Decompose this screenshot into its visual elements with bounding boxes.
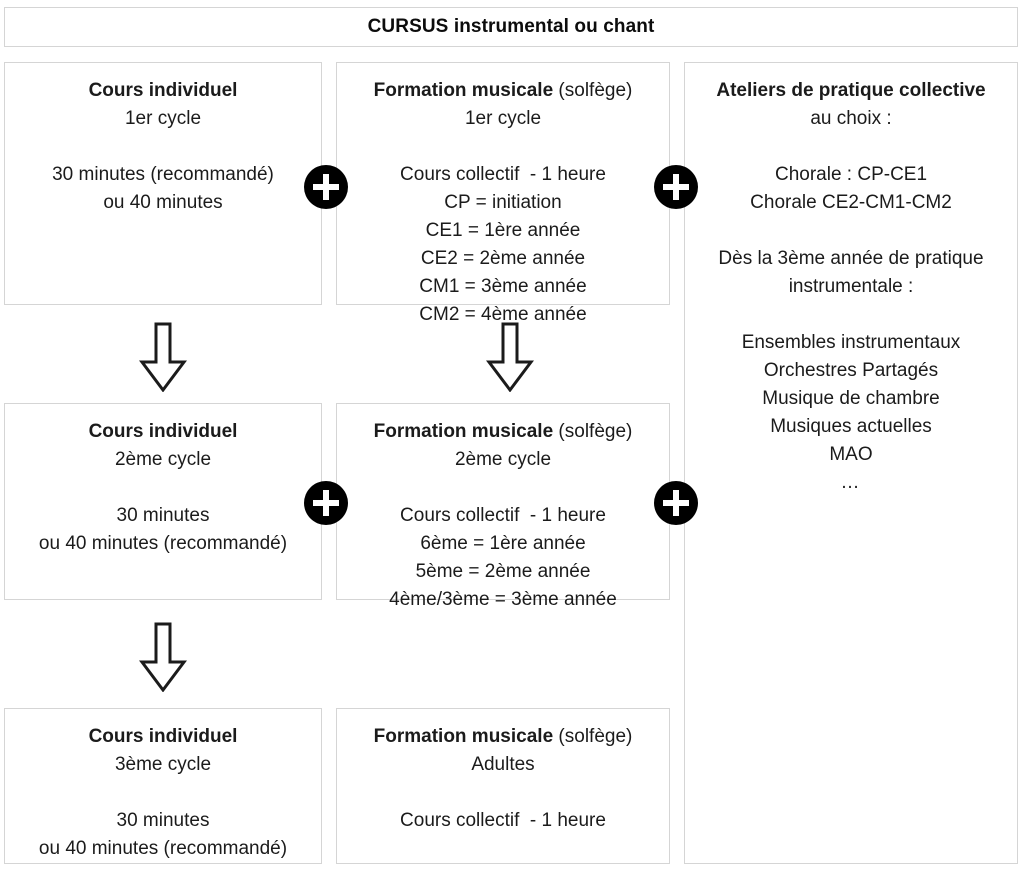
card-detail-line: Cours collectif - 1 heure xyxy=(400,505,606,526)
card-heading-suffix: (solfège) xyxy=(553,726,633,747)
card-subheading: 1er cycle xyxy=(124,108,202,129)
line-spacer xyxy=(685,301,1017,329)
card-detail-line: Orchestres Partagés xyxy=(763,360,939,381)
card-detail-line: MAO xyxy=(829,444,873,465)
card-detail-line: Ensembles instrumentaux xyxy=(741,332,961,353)
arrow-down-icon xyxy=(139,322,187,392)
card-cours-individuel-cycle1: Cours individuel 1er cycle 30 minutes (r… xyxy=(4,62,322,305)
diagram-title-banner: CURSUS instrumental ou chant xyxy=(4,7,1018,47)
page-title: CURSUS instrumental ou chant xyxy=(367,16,655,37)
card-heading: Formation musicale (solfège) xyxy=(337,77,669,105)
card-detail-line: Chorale CE2-CM1-CM2 xyxy=(750,192,952,213)
card-formation-musicale-cycle2: Formation musicale (solfège) 2ème cycle … xyxy=(336,403,670,610)
card-detail-line: ou 40 minutes (recommandé) xyxy=(38,838,288,859)
card-heading-suffix: (solfège) xyxy=(553,421,633,442)
line-spacer xyxy=(685,217,1017,245)
card-subheading: 1er cycle xyxy=(464,108,542,129)
card-heading: Cours individuel xyxy=(88,726,238,747)
card-detail-line: 5ème = 2ème année xyxy=(415,561,591,582)
card-subheading: 3ème cycle xyxy=(114,754,212,775)
card-subheading: au choix : xyxy=(810,108,892,129)
card-ellipsis: … xyxy=(840,472,862,493)
line-spacer xyxy=(685,133,1017,161)
card-formation-musicale-cycle1: Formation musicale (solfège) 1er cycle C… xyxy=(336,62,670,325)
card-heading-bold: Formation musicale xyxy=(373,80,554,101)
card-detail-line: CM2 = 4ème année xyxy=(419,304,587,325)
arrow-down-icon xyxy=(486,322,534,392)
plus-vertical-bar xyxy=(323,174,329,200)
plus-circle-icon xyxy=(304,165,348,209)
plus-circle-icon xyxy=(654,165,698,209)
plus-vertical-bar xyxy=(673,490,679,516)
line-spacer xyxy=(5,474,321,502)
card-cours-individuel-cycle2: Cours individuel 2ème cycle 30 minutes o… xyxy=(4,403,322,600)
card-heading-suffix: (solfège) xyxy=(553,80,633,101)
line-spacer xyxy=(5,133,321,161)
line-spacer xyxy=(337,474,669,502)
card-detail-line: CM1 = 3ème année xyxy=(419,276,587,297)
card-heading-bold: Formation musicale xyxy=(373,726,554,747)
card-heading-bold: Formation musicale xyxy=(373,421,554,442)
arrow-down-icon xyxy=(139,622,187,692)
card-detail-line: Cours collectif - 1 heure xyxy=(400,810,606,831)
card-heading: Cours individuel xyxy=(88,421,238,442)
card-detail-line: CP = initiation xyxy=(444,192,562,213)
card-detail-line: ou 40 minutes xyxy=(103,192,223,213)
card-subheading: 2ème cycle xyxy=(454,449,552,470)
plus-circle-icon xyxy=(654,481,698,525)
card-detail-line: 4ème/3ème = 3ème année xyxy=(389,589,617,610)
card-formation-musicale-adultes: Formation musicale (solfège) Adultes Cou… xyxy=(336,708,670,864)
card-detail-line: CE1 = 1ère année xyxy=(425,220,581,241)
line-spacer xyxy=(337,133,669,161)
plus-vertical-bar xyxy=(323,490,329,516)
card-detail-line: 30 minutes xyxy=(116,810,210,831)
card-heading: Formation musicale (solfège) xyxy=(337,418,669,446)
card-heading: Ateliers de pratique collective xyxy=(716,80,986,101)
card-detail-line: CE2 = 2ème année xyxy=(420,248,586,269)
card-detail-line: Dès la 3ème année de pratique xyxy=(718,248,984,269)
card-detail-line: 30 minutes xyxy=(116,505,210,526)
card-heading: Formation musicale (solfège) xyxy=(337,723,669,751)
card-subheading: Adultes xyxy=(471,754,535,775)
card-detail-line: 30 minutes (recommandé) xyxy=(52,164,274,185)
plus-vertical-bar xyxy=(673,174,679,200)
card-ateliers-pratique-collective: Ateliers de pratique collective au choix… xyxy=(684,62,1018,864)
card-detail-line: Cours collectif - 1 heure xyxy=(400,164,606,185)
card-detail-line: Musique de chambre xyxy=(762,388,940,409)
line-spacer xyxy=(337,779,669,807)
plus-circle-icon xyxy=(304,481,348,525)
card-detail-line: instrumentale : xyxy=(788,276,914,297)
card-detail-line: ou 40 minutes (recommandé) xyxy=(38,533,288,554)
card-detail-line: Musiques actuelles xyxy=(770,416,932,437)
card-detail-line: Chorale : CP-CE1 xyxy=(774,164,928,185)
card-heading: Cours individuel xyxy=(88,80,238,101)
card-cours-individuel-cycle3: Cours individuel 3ème cycle 30 minutes o… xyxy=(4,708,322,864)
line-spacer xyxy=(5,779,321,807)
card-detail-line: 6ème = 1ère année xyxy=(420,533,586,554)
card-subheading: 2ème cycle xyxy=(114,449,212,470)
